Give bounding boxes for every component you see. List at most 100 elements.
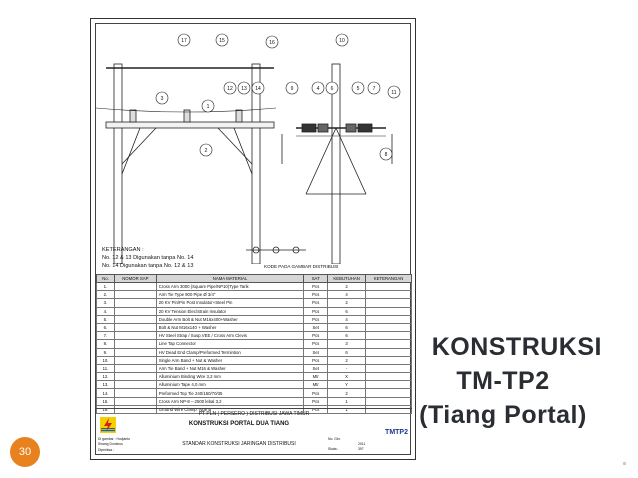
keterangan-line-1: No. 12 & 13 Digunakan tanpa No. 14 xyxy=(102,255,194,261)
table-cell: - xyxy=(327,363,367,374)
table-cell: 1. xyxy=(96,281,115,292)
table-cell xyxy=(113,314,157,324)
checked-by: Diperiksa : xyxy=(98,448,115,452)
table-cell: HV Dead End Clamp/Preformed Termintion xyxy=(155,347,305,357)
table-cell xyxy=(113,380,157,390)
table-cell: Alluminium Binding Wire 3,2 mm xyxy=(155,372,305,382)
table-cell: Cross Arm 3000 (Square Pipe/NP10)Type Ta… xyxy=(155,281,305,292)
table-cell: 6 xyxy=(327,306,367,316)
table-cell: 12. xyxy=(96,372,115,382)
slide-title-line-2: TM-TP2 xyxy=(456,367,550,395)
table-cell: 6 xyxy=(327,322,367,333)
table-cell: Preformed Top Tie 240/150/70/35 xyxy=(155,388,305,398)
table-cell: 2 xyxy=(327,298,367,308)
table-cell: 4 xyxy=(327,290,367,300)
table-cell xyxy=(113,339,157,349)
callout-14: 14 xyxy=(255,86,261,92)
table-cell: 6. xyxy=(96,322,115,333)
col-sat: SAT xyxy=(303,274,329,283)
table-cell: 6 xyxy=(327,347,367,357)
table-cell: 5. xyxy=(96,314,115,324)
table-cell: 16. xyxy=(96,404,115,415)
col-nomor-sap: NOMOR SAP xyxy=(113,274,157,283)
table-cell: 13. xyxy=(96,380,115,390)
table-cell: Pcs xyxy=(303,306,329,316)
table-cell xyxy=(113,306,157,316)
table-cell: 2 xyxy=(327,281,367,292)
keterangan-notes: KETERANGAN : No. 12 & 13 Digunakan tanpa… xyxy=(102,246,193,270)
table-cell: 3 xyxy=(327,339,367,349)
table-cell xyxy=(113,347,157,357)
table-cell: 7. xyxy=(96,331,115,341)
table-cell xyxy=(365,298,412,308)
table-cell: 4. xyxy=(96,306,115,316)
table-cell xyxy=(365,314,412,324)
table-cell xyxy=(113,355,157,365)
table-cell: 3. xyxy=(96,298,115,308)
col-keterangan: KETERANGAN xyxy=(365,274,412,283)
table-cell: Pcs xyxy=(303,314,329,324)
table-cell: Pcs xyxy=(303,396,329,406)
material-table-body: 1. Cross Arm 3000 (Square Pipe/NP10)Type … xyxy=(96,281,412,415)
table-cell xyxy=(365,290,412,300)
table-cell xyxy=(113,396,157,406)
table-cell: 2 xyxy=(327,388,367,398)
table-cell: Line Tap Connector xyxy=(155,339,305,349)
table-cell: HV Steel Strap / Susp.VEE / Cross Arm Cl… xyxy=(155,331,305,341)
year-label: 2011 xyxy=(358,442,366,446)
table-cell: Pcs xyxy=(303,290,329,300)
table-cell: 9. xyxy=(96,347,115,357)
callout-9: 9 xyxy=(291,86,294,92)
callout-6: 6 xyxy=(331,86,334,92)
callout-3: 3 xyxy=(161,96,164,102)
drawing-title: KONSTRUKSI PORTAL DUA TIANG xyxy=(188,421,290,427)
kode-label: KODE PADA GAMBAR DISTRIBUSI xyxy=(264,264,339,269)
table-cell: Pcs xyxy=(303,355,329,365)
slide-title-line-3: (Tiang Portal) xyxy=(419,401,587,429)
table-cell: Arm Tie Band + Nut M16 & Washer xyxy=(155,363,305,374)
keterangan-title: KETERANGAN : xyxy=(102,247,144,253)
drawn-by-2: Sinang Dominus xyxy=(98,442,123,446)
col-no: No. xyxy=(96,274,115,283)
table-cell: 8. xyxy=(96,339,115,349)
table-cell: 14. xyxy=(96,388,115,398)
col-kebutuhan: KEBUTUHAN xyxy=(327,274,367,283)
drawn-by: Di gambar : Hudjanto xyxy=(98,437,131,441)
drawing-number-label: No. Gbr. xyxy=(328,437,341,441)
drawing-code: TMTP2 xyxy=(385,429,408,436)
callout-15: 15 xyxy=(219,38,225,44)
table-cell xyxy=(365,306,412,316)
table-cell: Pcs xyxy=(303,339,329,349)
table-cell: Bolt & Nut M16x140 + Washer xyxy=(155,322,305,333)
table-cell: 6 xyxy=(327,331,367,341)
table-cell: 11. xyxy=(96,363,115,374)
engineering-drawing-sheet: 17 15 16 3 12 13 14 1 2 10 9 4 6 5 7 11 … xyxy=(90,18,416,460)
table-cell: Mtr xyxy=(303,380,329,390)
callout-13: 13 xyxy=(241,86,247,92)
col-nama-material: NAMA MATERIAL xyxy=(155,274,305,283)
pln-logo xyxy=(100,417,116,433)
table-cell: 10. xyxy=(96,355,115,365)
table-cell: Single Arm Band + Nut & Washer xyxy=(155,355,305,365)
table-cell: 20 KV Tension Elec/Strain Insulator xyxy=(155,306,305,316)
callout-17: 17 xyxy=(181,38,187,44)
table-cell: Cross Arm NP-8 – 2500 lebal 3,2 xyxy=(155,396,305,406)
table-cell: Set xyxy=(303,322,329,333)
scale-label: Skala : xyxy=(328,447,339,451)
company-name: PT PLN ( PERSERO ) DISTRIBUSI JAWA TIMUR xyxy=(198,411,310,417)
table-cell: Pcs xyxy=(303,298,329,308)
callout-2: 2 xyxy=(205,148,208,154)
table-cell: 20 KV Pin/Pin Post Insulator+Steel Pin xyxy=(155,298,305,308)
callout-16: 16 xyxy=(269,40,275,46)
standard-label: STANDAR KONSTRUKSI JARINGAN DISTRIBUSI xyxy=(182,441,296,447)
callout-11: 11 xyxy=(391,90,396,96)
drawing-frame: 17 15 16 3 12 13 14 1 2 10 9 4 6 5 7 11 … xyxy=(95,23,412,455)
table-cell: X xyxy=(327,372,367,382)
page-number-badge: 30 xyxy=(10,437,40,467)
